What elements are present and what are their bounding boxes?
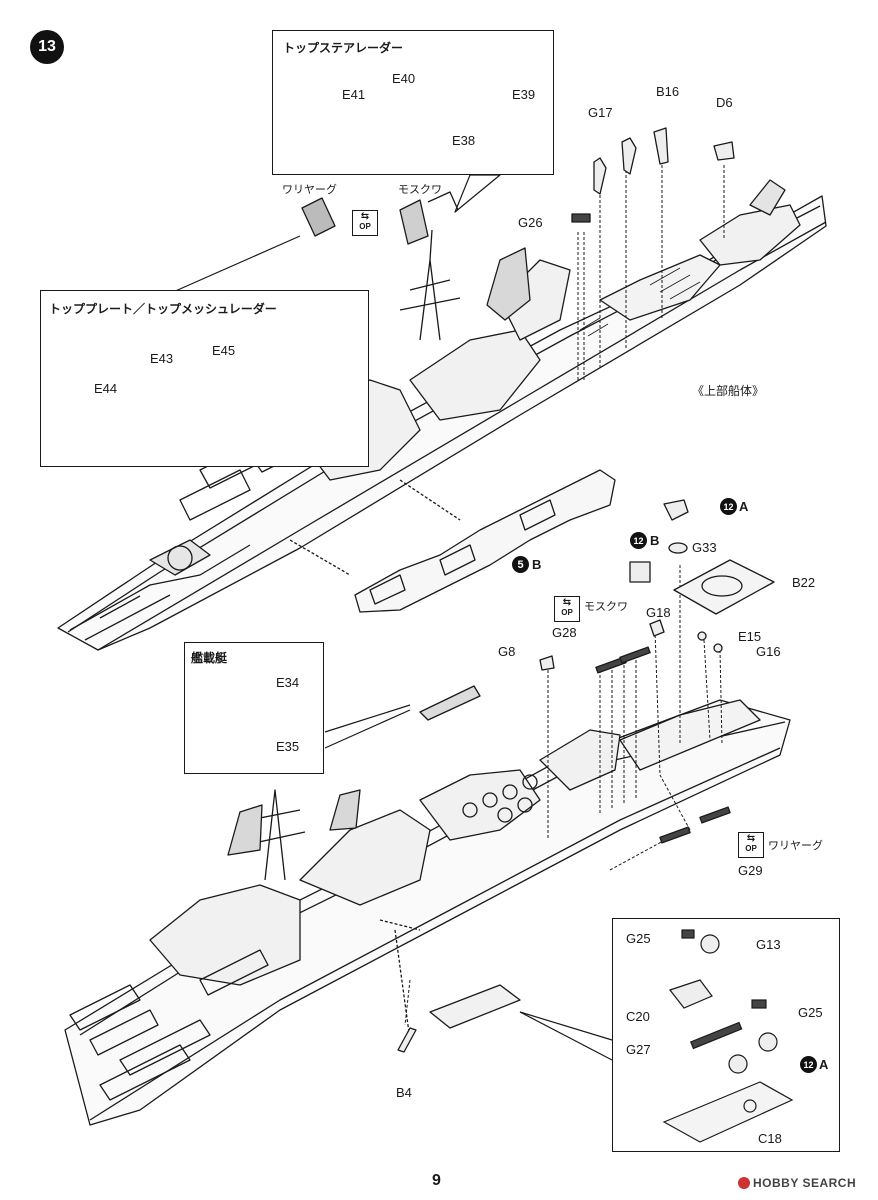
ref-12a-badge-top: 12: [720, 498, 737, 515]
boats-title: 艦載艇: [191, 651, 228, 665]
part-label-g25-top: G25: [626, 931, 651, 946]
option-text: OP: [359, 222, 371, 231]
callout-pointers: [154, 174, 613, 1061]
variant-label-moskva-2: モスクワ: [584, 601, 628, 613]
part-label-g29: G29: [738, 863, 763, 878]
part-label-g26: G26: [518, 215, 543, 230]
part-label-g8: G8: [498, 644, 516, 659]
part-label-e39: E39: [512, 87, 536, 102]
part-label-c20: C20: [626, 1009, 650, 1024]
part-label-c18: C18: [758, 1131, 782, 1146]
part-label-d6: D6: [716, 95, 733, 110]
page-number: 9: [432, 1172, 441, 1189]
option-text: OP: [745, 844, 757, 853]
missile-launcher-strip: [289, 469, 616, 613]
part-label-b22: B22: [792, 575, 816, 590]
part-label-e41: E41: [342, 87, 366, 102]
part-label-e45: E45: [212, 343, 236, 358]
part-label-g13: G13: [756, 937, 781, 952]
part-label-g33: G33: [692, 540, 717, 555]
part-label-e44: E44: [94, 381, 118, 396]
part-label-e34: E34: [276, 675, 300, 690]
option-icon-moskva: ⇆ OP: [554, 596, 580, 622]
top-ladder-radar-callout: トップステアレーダー: [272, 30, 554, 175]
option-icon: ⇆ OP: [352, 210, 378, 236]
part-label-e35: E35: [276, 739, 300, 754]
watermark-text: HOBBY SEARCH: [753, 1176, 857, 1190]
part-label-e43: E43: [150, 351, 174, 366]
boats-callout: 艦載艇: [184, 642, 324, 774]
part-label-g25-right: G25: [798, 1005, 823, 1020]
option-icon-varyag: ⇆ OP: [738, 832, 764, 858]
variant-label-varyag-2: ワリヤーグ: [768, 840, 823, 852]
part-label-g27: G27: [626, 1042, 651, 1057]
part-label-g18: G18: [646, 605, 671, 620]
swap-arrows-icon: ⇆: [746, 833, 756, 844]
swap-arrows-icon: ⇆: [360, 211, 370, 222]
top-ladder-radar-title: トップステアレーダー: [283, 41, 404, 55]
ref-12a-letter-inset: A: [819, 1057, 829, 1072]
ref-12b-letter: B: [650, 533, 660, 548]
top-plate-mesh-radar-callout: トッププレート／トップメッシュレーダー: [40, 290, 369, 467]
upper-hull-drawing: [57, 179, 827, 651]
part-label-e38: E38: [452, 133, 476, 148]
variant-label-varyag: ワリヤーグ: [282, 184, 337, 196]
ref-5b-badge: 5: [512, 556, 529, 573]
option-text: OP: [561, 608, 573, 617]
part-label-g17: G17: [588, 105, 613, 120]
step-number-badge: 13: [30, 30, 64, 64]
swap-arrows-icon: ⇆: [562, 597, 572, 608]
detail-inset-callout: [612, 918, 840, 1152]
part-label-b16: B16: [656, 84, 680, 99]
part-label-b4: B4: [396, 1085, 412, 1100]
hobby-search-logo-icon: [738, 1177, 750, 1189]
watermark: HOBBY SEARCH: [738, 1176, 856, 1190]
part-label-g28: G28: [552, 625, 577, 640]
ref-12b-badge: 12: [630, 532, 647, 549]
part-label-g16: G16: [756, 644, 781, 659]
ref-12a-letter-top: A: [739, 499, 749, 514]
part-label-e40: E40: [392, 71, 416, 86]
lower-hull-drawing: [64, 699, 791, 1126]
part-label-e15: E15: [738, 629, 762, 644]
ref-12a-badge-inset: 12: [800, 1056, 817, 1073]
upper-hull-label: 《上部船体》: [692, 384, 765, 398]
top-plate-mesh-radar-title: トッププレート／トップメッシュレーダー: [49, 302, 277, 316]
variant-label-moskva: モスクワ: [398, 184, 442, 196]
ref-5b-letter: B: [532, 557, 542, 572]
